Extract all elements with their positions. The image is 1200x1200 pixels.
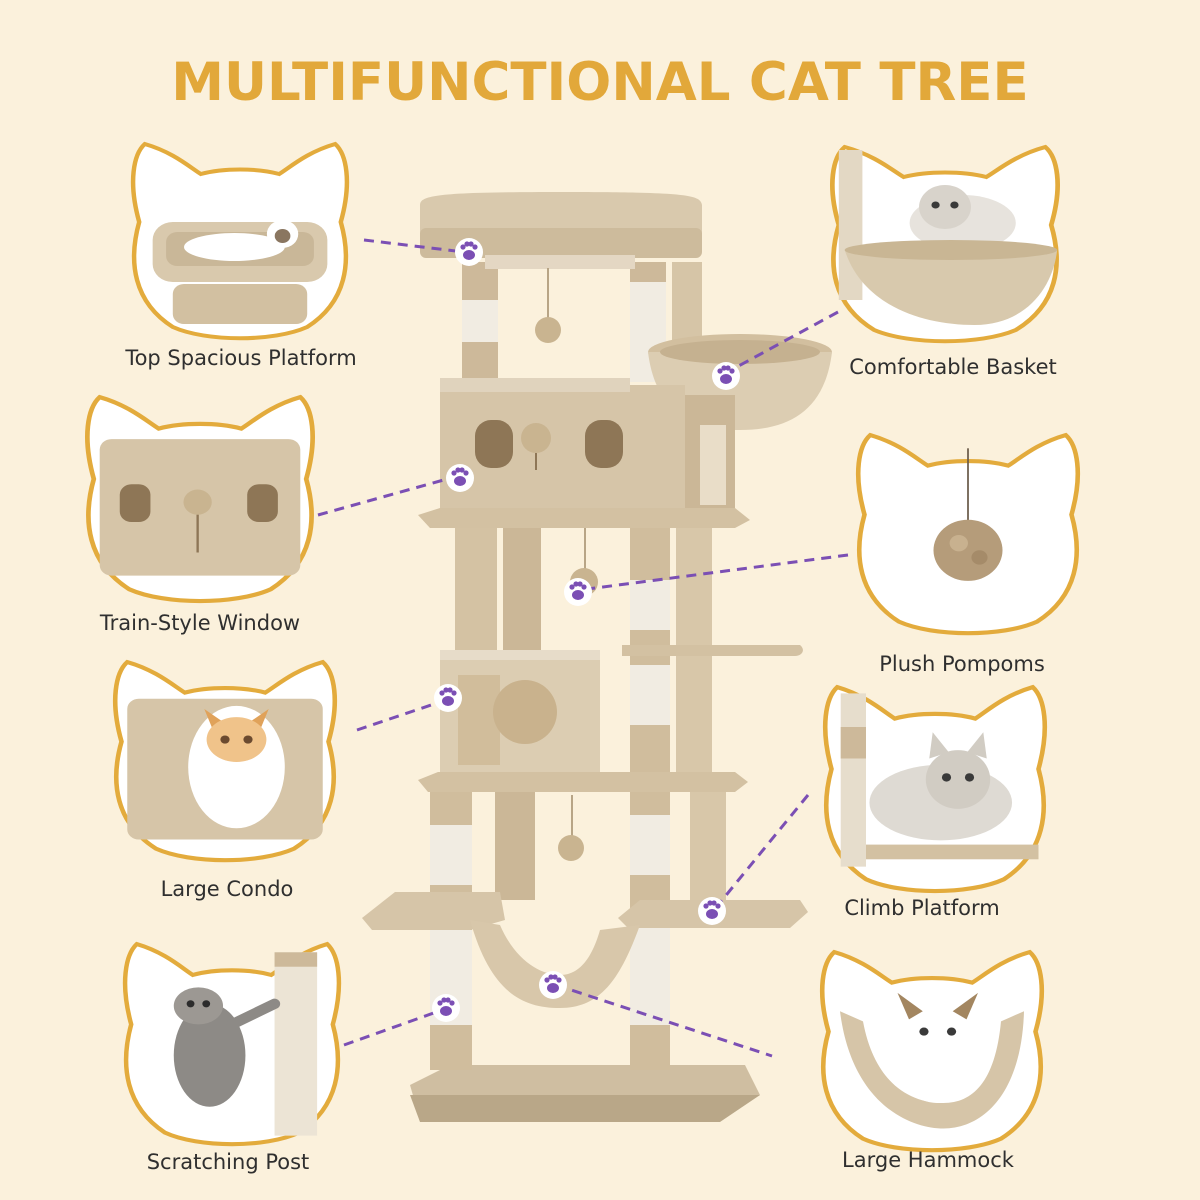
callout-basket [832, 147, 1057, 341]
callout-climb-platform [825, 687, 1045, 891]
paw-icon [564, 578, 592, 606]
cube-condo [418, 650, 748, 792]
callout-large-condo [115, 662, 335, 860]
callout-top-platform [133, 144, 347, 338]
top-platform [420, 192, 702, 343]
callout-scratching-post [125, 944, 339, 1144]
label-large-condo: Large Condo [160, 877, 294, 901]
left-platform [362, 892, 505, 930]
paw-icon [539, 971, 567, 999]
page-title: MULTIFUNCTIONAL CAT TREE [171, 52, 1029, 113]
callout-hammock [822, 952, 1042, 1150]
label-pompoms: Plush Pompoms [879, 652, 1045, 676]
paw-icon [446, 464, 474, 492]
paw-icon [432, 994, 460, 1022]
label-basket: Comfortable Basket [849, 355, 1057, 379]
paw-icon [712, 362, 740, 390]
label-climb-platform: Climb Platform [844, 896, 1000, 920]
train-condo [418, 378, 750, 528]
side-shelf [622, 645, 803, 656]
hammock [470, 920, 640, 1008]
paw-icon [698, 897, 726, 925]
callout-train-window [87, 397, 312, 601]
label-scratching-post: Scratching Post [146, 1150, 310, 1174]
label-train-window: Train-Style Window [99, 611, 301, 635]
label-top-platform: Top Spacious Platform [125, 346, 357, 370]
paw-icon [455, 238, 483, 266]
callout-pompoms [858, 435, 1078, 633]
cat-tree [362, 192, 832, 1122]
paw-icon [434, 684, 462, 712]
label-hammock: Large Hammock [842, 1148, 1014, 1172]
connector-lines [317, 238, 849, 1058]
